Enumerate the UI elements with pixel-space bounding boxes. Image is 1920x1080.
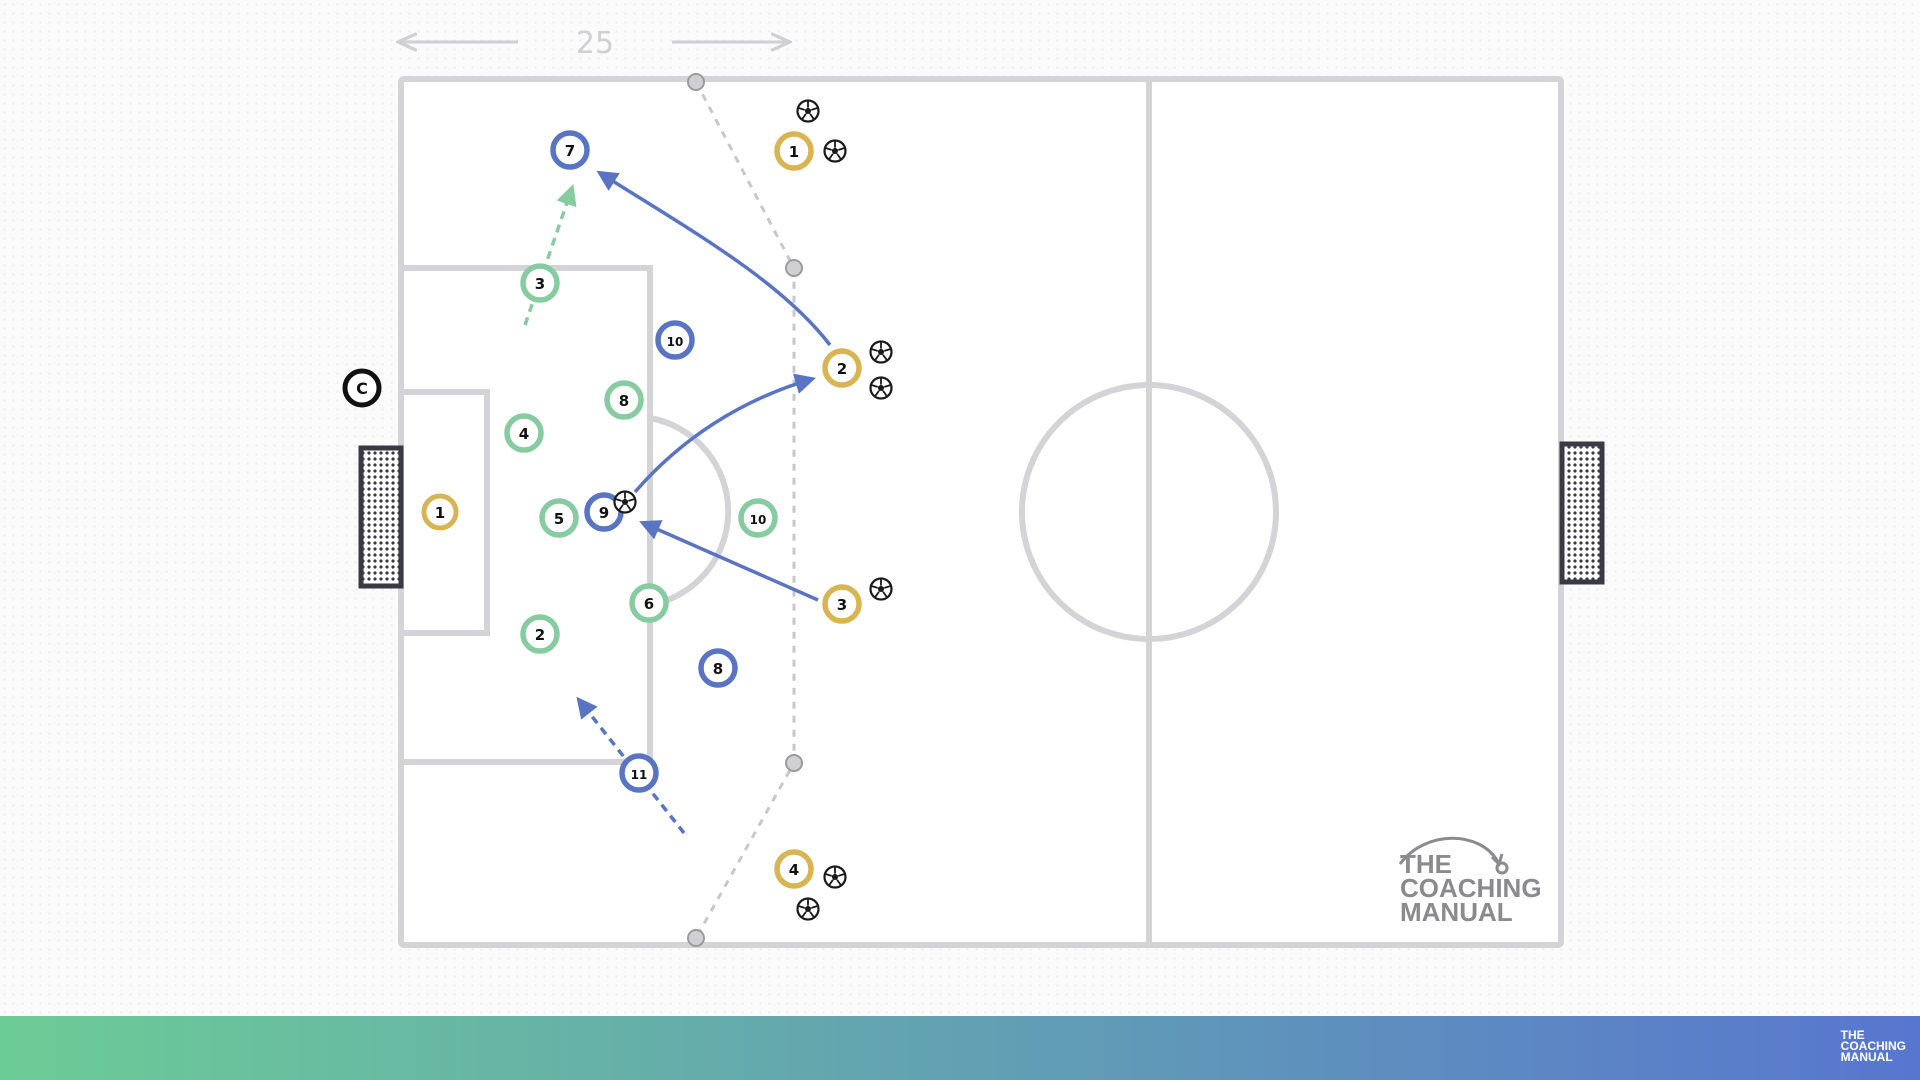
player-number: 8 (619, 392, 629, 410)
footer-logo-line-3: MANUAL (1840, 1050, 1893, 1064)
ball-icon (869, 577, 893, 601)
cone-upper (785, 259, 803, 277)
penalty-arc (649, 415, 732, 608)
cone-lower (785, 754, 803, 772)
penalty-box (404, 265, 653, 765)
player-number: 7 (565, 142, 575, 160)
player-disc (604, 380, 644, 420)
player-number: 5 (554, 510, 564, 528)
player-number: 9 (599, 504, 609, 522)
player-gold-3: 3 (822, 584, 862, 624)
player-number: 1 (789, 143, 799, 161)
player-green-2: 2 (520, 614, 560, 654)
player-blue-8: 8 (698, 648, 738, 688)
player-number: 3 (535, 275, 545, 293)
left-goal (358, 445, 404, 589)
player-number: 10 (750, 513, 767, 527)
logo-line-1: THE (1400, 849, 1452, 879)
run-arrow-green-3 (523, 184, 577, 326)
player-blue-7: 7 (550, 130, 590, 170)
player-disc (774, 849, 814, 889)
player-number: 2 (535, 626, 545, 644)
player-gold-4: 4 (774, 849, 814, 889)
player-number: 4 (789, 861, 799, 879)
player-number: 3 (837, 596, 847, 614)
pass-arrow-3-to-9 (639, 520, 819, 602)
cones (687, 73, 803, 947)
footer-logo-line-1: THE (1840, 1028, 1865, 1042)
player-disc (539, 498, 579, 538)
pass-arrow-9-to-2 (633, 373, 817, 494)
ball-icon (869, 340, 893, 364)
player-disc (822, 348, 862, 388)
player-gold-1: 1 (774, 131, 814, 171)
player-number: 6 (644, 595, 654, 613)
player-disc (774, 131, 814, 171)
goal-area (404, 389, 490, 636)
player-disc (520, 263, 560, 303)
player-blue-10: 10 (655, 320, 695, 360)
player-green-10: 10 (738, 498, 778, 538)
ball-icon (869, 376, 893, 400)
ball-icon (823, 865, 847, 889)
logo-line-2: COACHING (1400, 873, 1542, 903)
player-green-3: 3 (520, 263, 560, 303)
goalkeeper-number: 1 (435, 504, 445, 522)
centre-circle (1019, 382, 1279, 642)
right-goal (1559, 441, 1605, 585)
player-disc (520, 614, 560, 654)
player-green-5: 5 (539, 498, 579, 538)
cone-bottom (687, 929, 705, 947)
player-disc (655, 320, 695, 360)
player-disc (504, 413, 544, 453)
player-gold-2: 2 (822, 348, 862, 388)
player-number: 10 (667, 335, 684, 349)
player-disc (738, 498, 778, 538)
ball-icon (796, 99, 820, 123)
player-disc (550, 130, 590, 170)
ball-icon (823, 139, 847, 163)
player-green-4: 4 (504, 413, 544, 453)
ball-icon (613, 490, 637, 514)
player-number: 2 (837, 360, 847, 378)
pitch (398, 76, 1564, 948)
coach-marker: C (342, 368, 382, 408)
width-dimension: 25 (400, 26, 788, 61)
footer-logo-line-2: COACHING (1840, 1039, 1906, 1053)
player-blue-11: 11 (619, 753, 659, 793)
cone-top (687, 73, 705, 91)
footer-bar: THE COACHING MANUAL (0, 1016, 1920, 1080)
player-green-6: 6 (629, 583, 669, 623)
player-disc (629, 583, 669, 623)
player-number: 8 (713, 660, 723, 678)
coaching-manual-logo: THE COACHING MANUAL (1398, 836, 1542, 927)
goalkeeper: 1 (421, 493, 459, 531)
player-disc (619, 753, 659, 793)
player-number: 4 (519, 425, 529, 443)
player-green-8: 8 (604, 380, 644, 420)
logo-line-3: MANUAL (1400, 897, 1513, 927)
pass-arrow-2-to-7 (596, 170, 832, 347)
player-disc (822, 584, 862, 624)
player-number: 11 (631, 768, 648, 782)
player-disc (698, 648, 738, 688)
ball-icon (796, 897, 820, 921)
width-label: 25 (576, 26, 614, 61)
footer-logo: THE COACHING MANUAL (1840, 1028, 1906, 1064)
coach-label: C (356, 379, 368, 398)
